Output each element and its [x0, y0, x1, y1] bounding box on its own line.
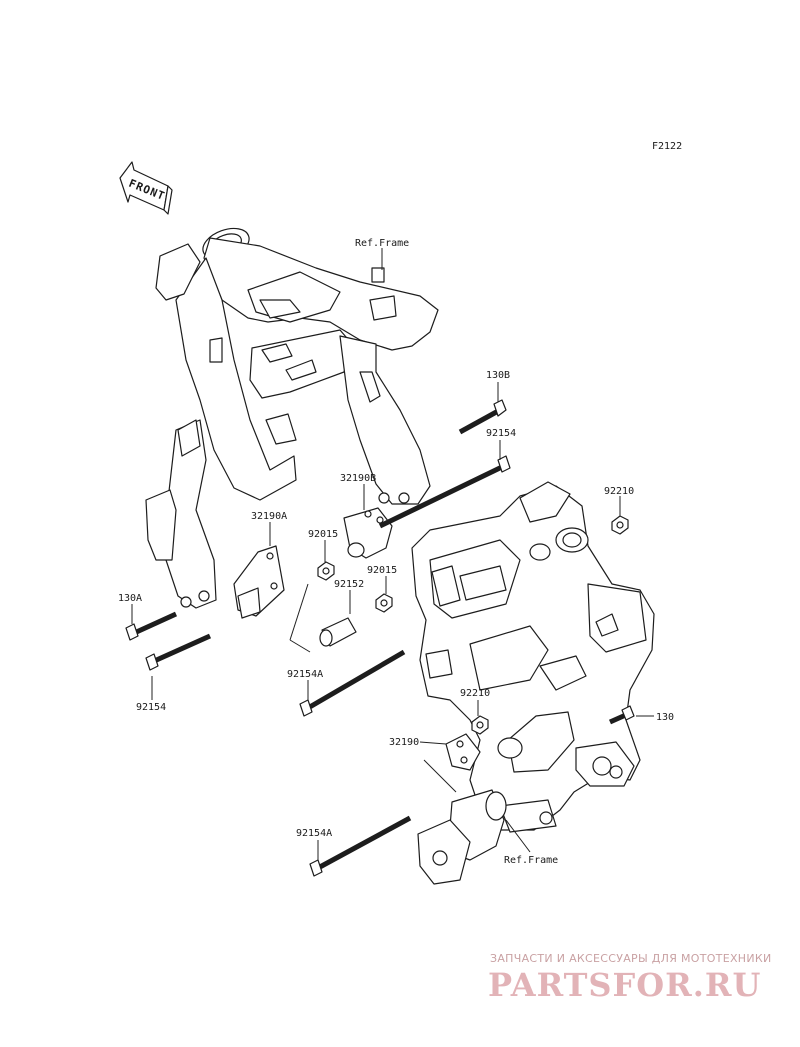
label-92152: 92152	[334, 579, 364, 590]
bolts	[125, 399, 635, 877]
label-92154-left: 92154	[136, 702, 166, 713]
label-130a: 130A	[118, 593, 142, 604]
label-92210-top: 92210	[604, 486, 634, 497]
label-32190a: 32190A	[251, 511, 287, 522]
bracket-32190a	[233, 545, 285, 619]
frame-assembly	[145, 227, 439, 609]
diagram-code: F2122	[652, 141, 682, 152]
label-92154-top: 92154	[486, 428, 516, 439]
engine-assembly	[411, 481, 655, 885]
leader-lines	[131, 248, 654, 860]
front-arrow-icon: FRONT	[119, 161, 173, 215]
ref-frame-top-label: Ref.Frame	[355, 238, 409, 249]
ref-frame-bottom-label: Ref.Frame	[504, 855, 558, 866]
label-92015-a: 92015	[308, 529, 338, 540]
label-92015-b: 92015	[367, 565, 397, 576]
bracket-32190	[445, 733, 481, 771]
watermark-logo: PARTSFOR.RU	[488, 966, 762, 1004]
watermark-tagline: ЗАПЧАСТИ И АКСЕССУАРЫ ДЛЯ МОТОТЕХНИКИ	[490, 952, 772, 965]
label-92154a-bottom: 92154A	[296, 828, 332, 839]
collar-92152	[319, 617, 357, 647]
label-92154a-mid: 92154A	[287, 669, 323, 680]
bracket-32190b	[343, 507, 393, 559]
label-32190: 32190	[389, 737, 419, 748]
label-130: 130	[656, 712, 674, 723]
label-32190b: 32190B	[340, 473, 376, 484]
label-130b: 130B	[486, 370, 510, 381]
label-92210-bottom: 92210	[460, 688, 490, 699]
